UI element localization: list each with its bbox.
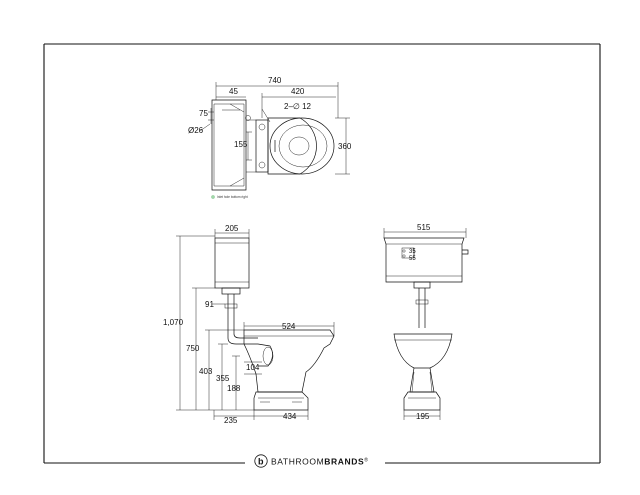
plan-dimension-labels: 740 45 420 2–∅ 12 75 Ø26 155 360	[188, 76, 352, 151]
plan-view: 740 45 420 2–∅ 12 75 Ø26 155 360 Inlet h…	[188, 76, 352, 199]
plan-bowl	[267, 117, 335, 175]
side-base-length: 434	[283, 412, 297, 421]
side-dimensions	[176, 229, 335, 420]
side-view: 205 1,070 91 524 750 403 355 188 104 235…	[163, 224, 335, 425]
legend-dot-icon	[211, 195, 215, 199]
side-outlet-diameter: 104	[246, 363, 260, 372]
side-dimension-labels: 205 1,070 91 524 750 403 355 188 104 235…	[163, 224, 297, 425]
brand-logo-letter: b	[258, 457, 264, 467]
side-overall-height: 1,070	[163, 318, 184, 327]
side-outlet-height: 355	[216, 374, 230, 383]
plan-inlet-height: 75	[199, 109, 208, 118]
brand-registered-mark: ®	[364, 457, 368, 464]
side-outlet-centre: 188	[227, 384, 241, 393]
side-flush-pipe-offset: 91	[205, 300, 214, 309]
side-bowl-length: 524	[282, 322, 296, 331]
plan-overall-width: 740	[268, 76, 282, 85]
sheet-frame	[43, 43, 601, 464]
plan-legend-note: Inlet hole bottom right	[217, 195, 248, 199]
plan-cistern-width: 155	[234, 140, 248, 149]
plan-dimensions	[199, 82, 350, 175]
plan-seat-depth: 420	[291, 87, 305, 96]
front-view: 515 35 55 195	[383, 223, 469, 421]
plan-bowl-width: 360	[338, 142, 352, 151]
plan-legend: Inlet hole bottom right	[211, 195, 248, 199]
front-pan	[393, 333, 453, 411]
side-cistern-depth: 205	[225, 224, 239, 233]
side-rim-height: 403	[199, 367, 213, 376]
plan-cistern	[211, 99, 256, 191]
side-cistern-base-height: 750	[186, 344, 200, 353]
plan-hinge	[255, 119, 269, 173]
front-dimensions	[383, 228, 467, 420]
front-cistern-width: 515	[417, 223, 431, 232]
front-dimension-labels: 515 35 55 195	[409, 223, 431, 421]
brand-name-right: BRANDS	[324, 457, 364, 467]
side-flush-pipe	[224, 294, 258, 345]
brand-logo: b BATHROOMBRANDS®	[254, 454, 369, 468]
side-pan-set-out: 235	[224, 416, 238, 425]
plan-cistern-depth: 45	[229, 87, 238, 96]
brand-name-left: BATHROOM	[271, 457, 324, 467]
side-cistern	[214, 237, 250, 295]
svg-text:BATHROOMBRANDS®: BATHROOMBRANDS®	[271, 457, 369, 467]
front-lever-offset-b: 55	[409, 256, 416, 262]
front-pedestal-width: 195	[416, 412, 430, 421]
brand-mark-icon	[254, 454, 268, 468]
plan-hinge-bolts: 2–∅ 12	[284, 102, 312, 111]
front-cistern	[383, 237, 469, 328]
plan-inlet-diameter: Ø26	[188, 126, 204, 135]
front-lever-offset-a: 35	[409, 249, 416, 255]
